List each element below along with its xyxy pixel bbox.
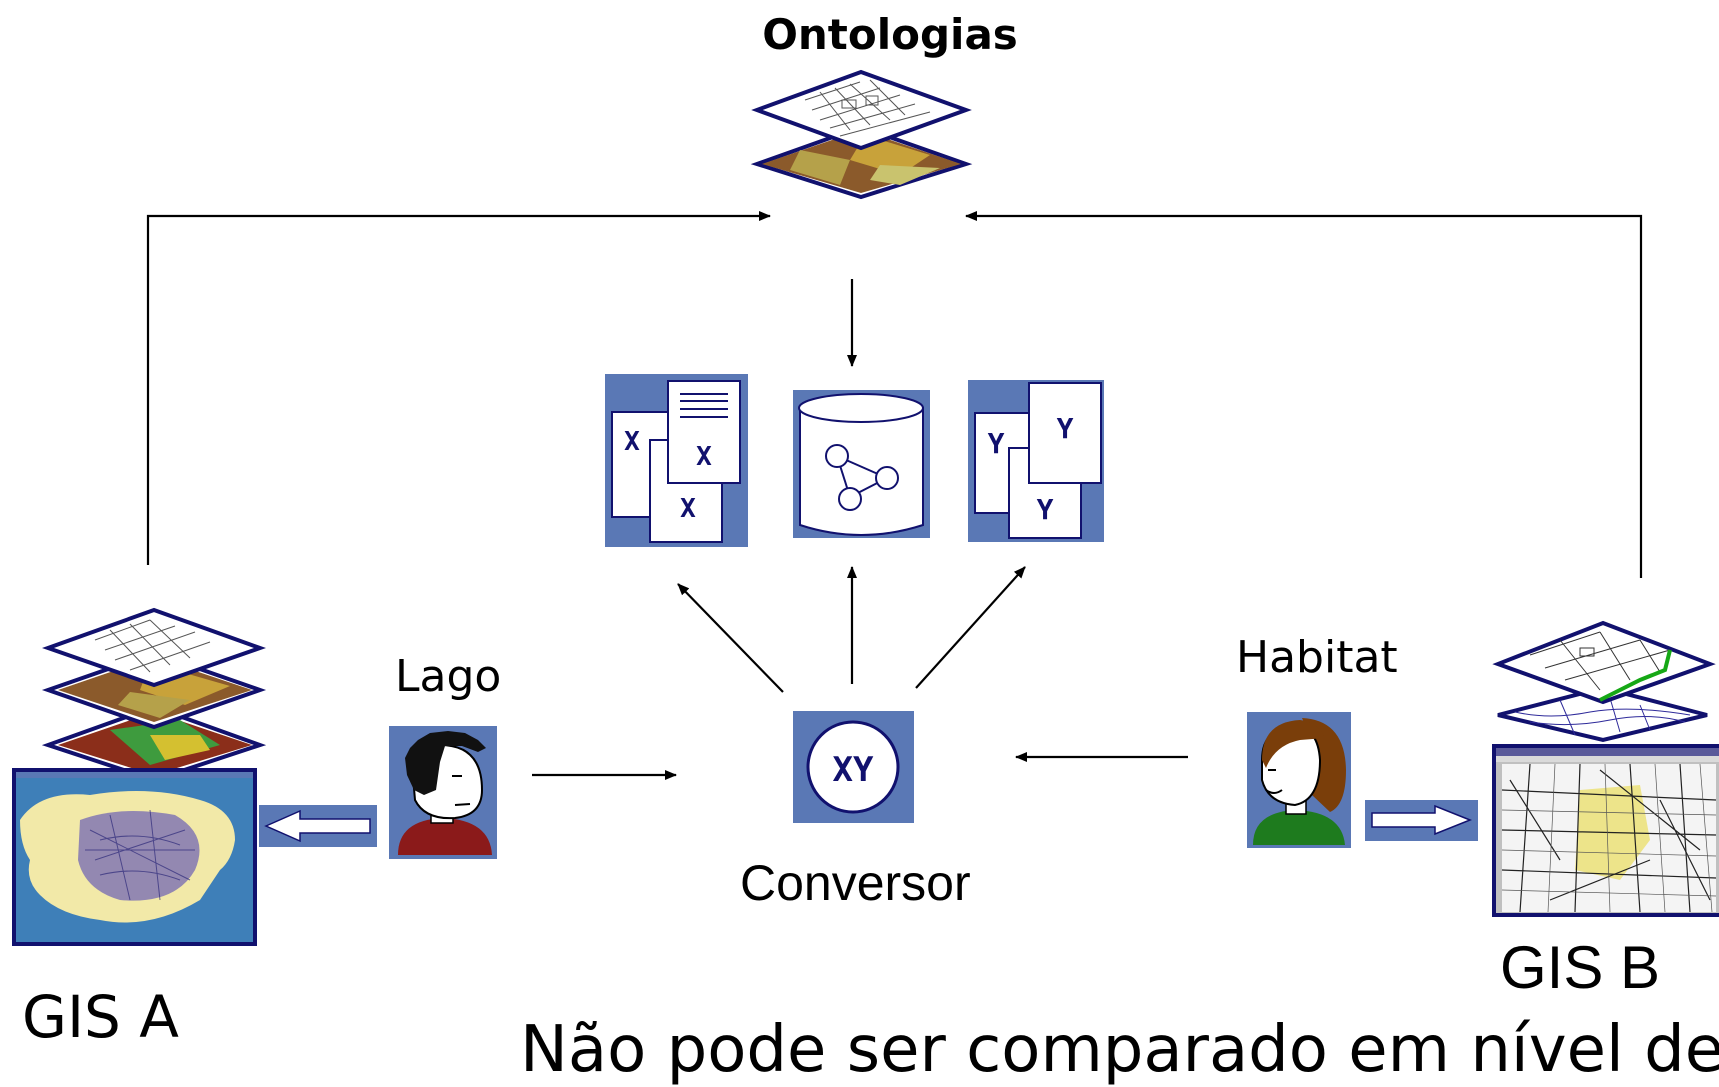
ontology-diagram: X X X Y Y Y XY [12,69,1719,946]
xy-converter-icon: XY [793,711,914,823]
gis-a-to-ontology-arrow [146,211,771,565]
connectors [146,211,1643,780]
gis-a-map-icon [12,607,267,946]
svg-text:XY: XY [833,750,874,790]
svg-text:Y: Y [1037,493,1054,526]
dark-haired-person-icon [389,726,497,859]
lago-label: Lago [395,651,502,702]
y-documents-icon: Y Y Y [968,380,1104,542]
x-documents-icon: X X X [605,374,748,547]
svg-text:X: X [680,494,696,524]
svg-text:X: X [624,427,640,457]
svg-text:X: X [696,442,712,472]
bottom-caption: Não pode ser comparado em nível de [520,1013,1719,1087]
graph-database-icon [793,390,930,538]
brown-haired-person-icon [1247,712,1351,848]
converter-to-y-docs-arrow [915,566,1026,689]
converter-to-x-docs-arrow [677,583,784,693]
layers-top-icon [750,69,973,200]
ontologias-title: Ontologias [762,10,1018,59]
conversor-label: Conversor [740,855,971,911]
habitat-label: Habitat [1236,632,1398,683]
gis-a-label: GIS A [22,983,179,1051]
svg-text:Y: Y [1057,412,1074,445]
gis-a-arrow-icon [259,805,377,847]
gis-b-arrow-icon [1365,800,1478,841]
gis-b-map-icon [1492,620,1719,917]
gis-b-to-ontology-arrow [965,211,1643,578]
gis-b-label: GIS B [1500,934,1661,1001]
svg-text:Y: Y [988,427,1005,460]
